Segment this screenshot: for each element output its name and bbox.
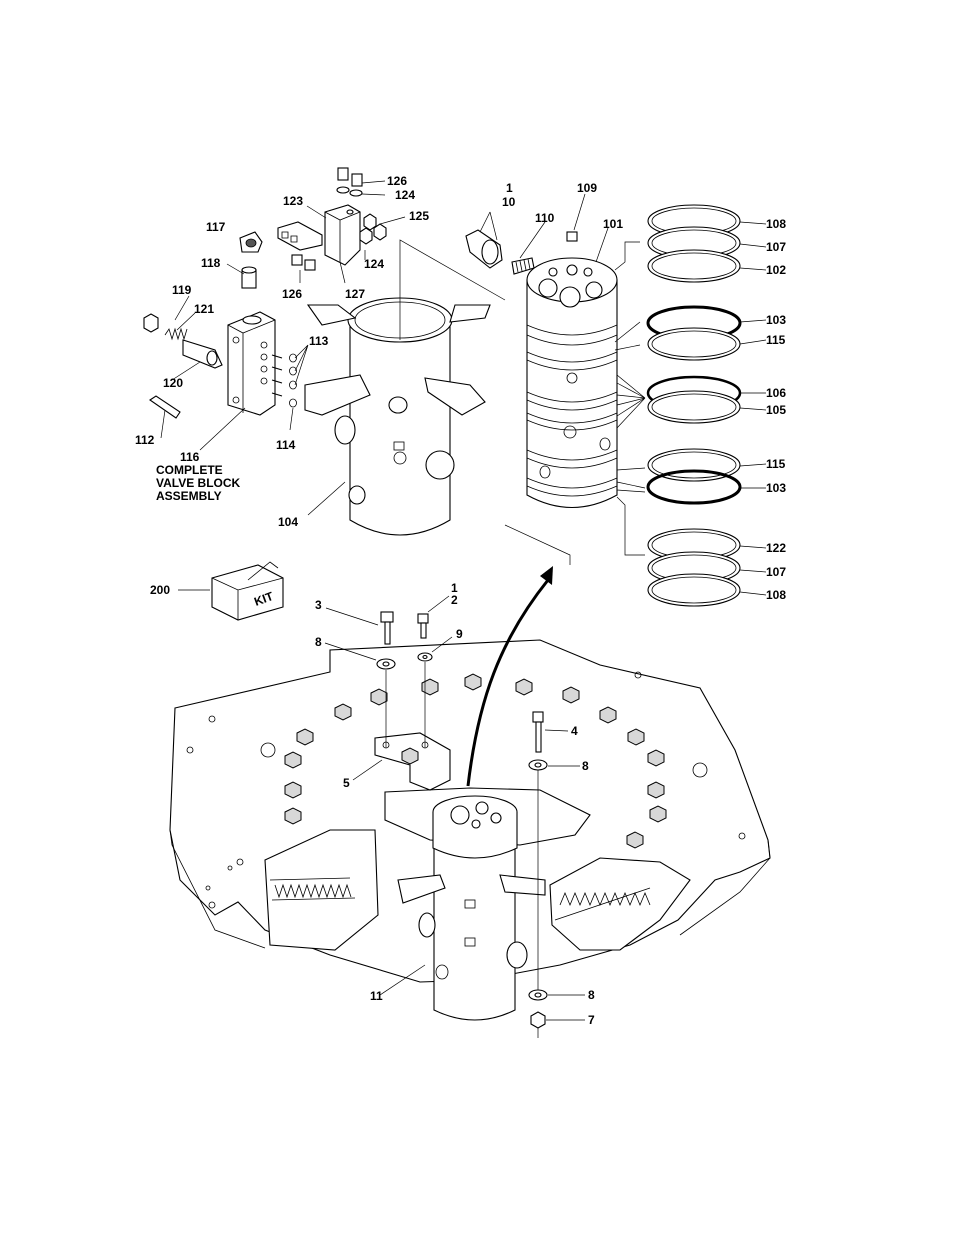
ring-leader-brackets [614,241,646,556]
switch-assembly [277,167,387,271]
callout-108: 108 [766,217,786,231]
callout-leaders [160,180,767,1021]
valve-block-116 [227,311,297,416]
callout-8: 8 [588,988,595,1002]
callout-101: 101 [603,217,623,231]
plate-bolt-heads [284,673,667,849]
callout-121: 121 [194,302,214,316]
callout-11: 11 [370,989,383,1003]
callout-116: 116 [180,450,200,464]
callout-113: 113 [309,334,329,348]
assembly-arrow [466,566,553,787]
callout-103: 103 [766,481,786,495]
callout-1: 1 [451,581,458,595]
callout-119: 119 [172,283,192,297]
swivel-housing-104 [304,297,491,536]
callout-127: 127 [345,287,365,301]
callout-107: 107 [766,565,786,579]
kit-box: KIT [211,561,284,621]
rotor-cylinder-101 [526,257,618,509]
callout-124: 124 [395,188,415,202]
assembly-note-line3: ASSEMBLY [156,489,222,503]
callout-1: 1 [506,181,513,195]
assembly-note-line2: VALVE BLOCK [156,476,241,490]
callout-103: 103 [766,313,786,327]
callout-115: 115 [766,333,786,347]
callout-110: 110 [535,211,555,225]
callout-4: 4 [571,724,578,738]
callout-114: 114 [276,438,296,452]
callout-10: 10 [502,195,516,209]
fittings-top [465,229,578,275]
callout-105: 105 [766,403,786,417]
callout-7: 7 [588,1013,595,1027]
seal-rings [646,204,742,607]
callout-123: 123 [283,194,303,208]
callout-2: 2 [451,593,458,607]
callout-8: 8 [582,759,589,773]
callout-125: 125 [409,209,429,223]
callout-102: 102 [766,263,786,277]
assembly-note-line1: COMPLETE [156,463,223,477]
callout-8: 8 [315,635,322,649]
bracket-5 [374,732,451,791]
callout-200: 200 [150,583,170,597]
lower-swivel-body [397,795,546,1021]
callout-126: 126 [282,287,302,301]
valve-small-parts [143,231,263,419]
callout-107: 107 [766,240,786,254]
callout-117: 117 [206,220,226,234]
callout-122: 122 [766,541,786,555]
callout-labels: 126 124 123 125 117 118 124 126 127 119 … [135,174,786,1027]
bolts-and-washers [376,611,548,1038]
guide-lines [399,239,571,565]
callout-112: 112 [135,433,155,447]
callout-5: 5 [343,776,350,790]
callout-124: 124 [364,257,384,271]
callout-9: 9 [456,627,463,641]
kit-label: KIT [252,589,276,609]
callout-115: 115 [766,457,786,471]
callout-109: 109 [577,181,597,195]
callout-3: 3 [315,598,322,612]
callout-118: 118 [201,256,221,270]
callout-126: 126 [387,174,407,188]
callout-120: 120 [163,376,183,390]
callout-104: 104 [278,515,298,529]
callout-108: 108 [766,588,786,602]
callout-106: 106 [766,386,786,400]
